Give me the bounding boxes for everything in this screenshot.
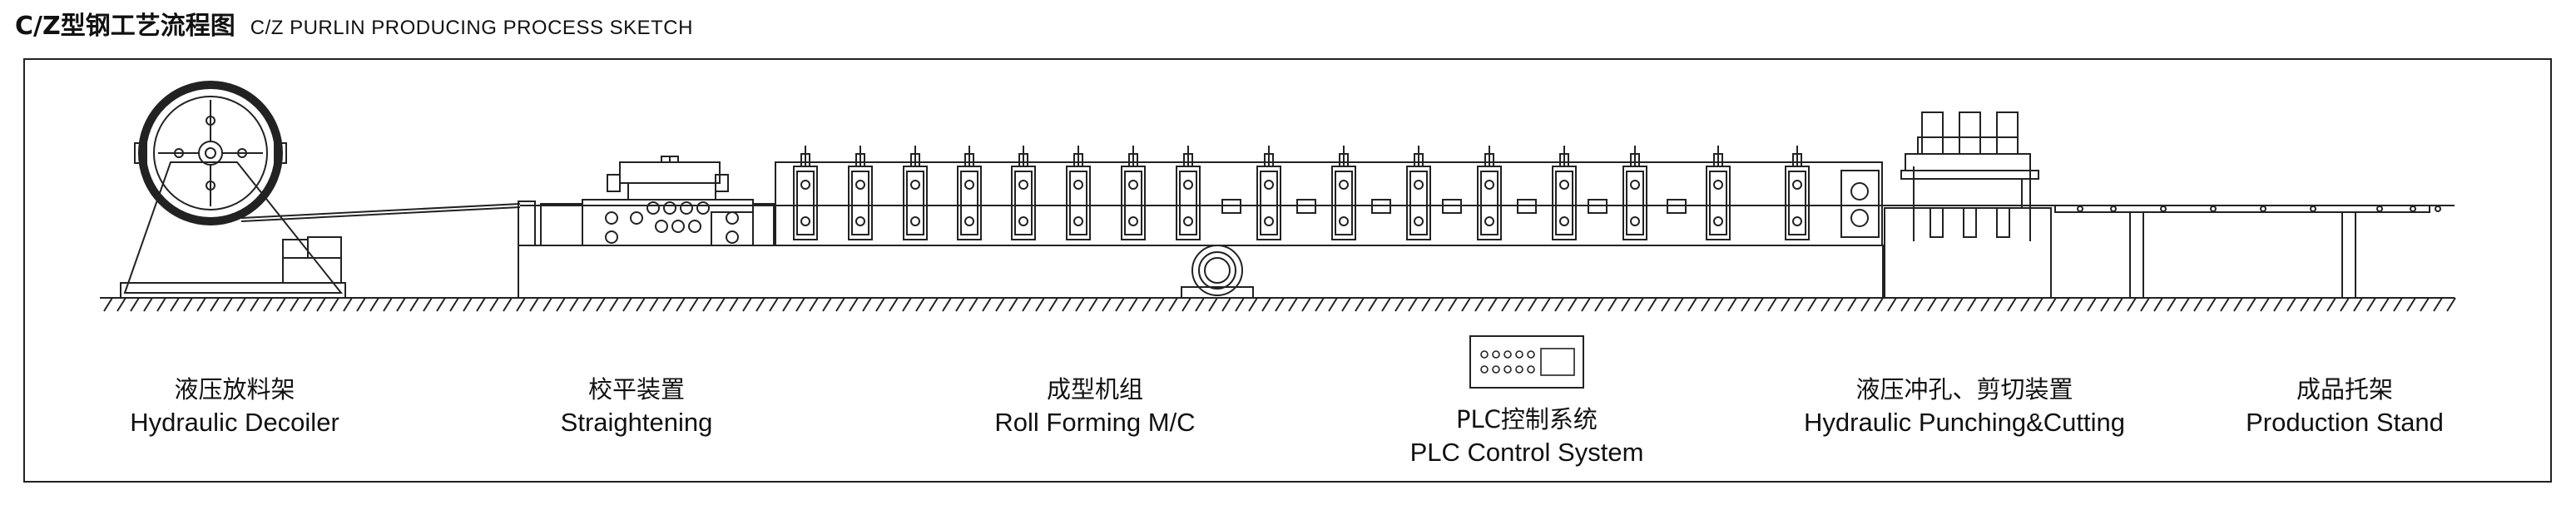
station-plc: PLC控制系统 PLC Control System	[1410, 403, 1644, 469]
station-label-cn: 成品托架	[2296, 375, 2394, 404]
ground-line	[100, 297, 2456, 312]
diagram-frame	[23, 58, 2552, 483]
station-label-cn: 成型机组	[1046, 375, 1143, 404]
station-label-en: PLC Control System	[1409, 438, 1644, 467]
title-english: C/Z PURLIN PRODUCING PROCESS SKETCH	[250, 17, 693, 39]
plc-control-box-icon	[1469, 335, 1584, 389]
forming-machine-base	[518, 161, 1884, 299]
station-label-en: Hydraulic Punching&Cutting	[1804, 408, 2125, 437]
station-label-en: Straightening	[560, 408, 713, 437]
station-label-cn: 校平装置	[587, 375, 685, 404]
roll-forming-stands	[793, 146, 1810, 240]
decoiler-machine	[120, 81, 346, 299]
station-label-en: Production Stand	[2246, 408, 2444, 437]
straightening-rolls	[605, 201, 739, 244]
punching-cutting-unit	[1840, 111, 2052, 299]
station-label-cn: 液压冲孔、剪切装置	[1855, 375, 2073, 404]
production-stand	[2054, 205, 2455, 299]
station-straightening: 校平装置 Straightening	[561, 373, 713, 439]
steel-strip	[240, 203, 2330, 222]
station-punching-cutting: 液压冲孔、剪切装置 Hydraulic Punching&Cutting	[1804, 373, 2125, 439]
page-title: C/Z型钢工艺流程图 C/Z PURLIN PRODUCING PROCESS …	[15, 5, 693, 42]
station-roll-forming: 成型机组 Roll Forming M/C	[994, 373, 1195, 439]
straightening-unit	[518, 156, 775, 246]
title-chinese: C/Z型钢工艺流程图	[15, 12, 235, 41]
station-label-en: Roll Forming M/C	[994, 408, 1196, 437]
station-decoiler: 液压放料架 Hydraulic Decoiler	[130, 373, 339, 439]
station-label-cn: PLC控制系统	[1456, 405, 1598, 433]
station-production-stand: 成品托架 Production Stand	[2246, 373, 2444, 439]
station-label-en: Hydraulic Decoiler	[130, 408, 339, 437]
station-label-cn: 液压放料架	[174, 375, 295, 404]
